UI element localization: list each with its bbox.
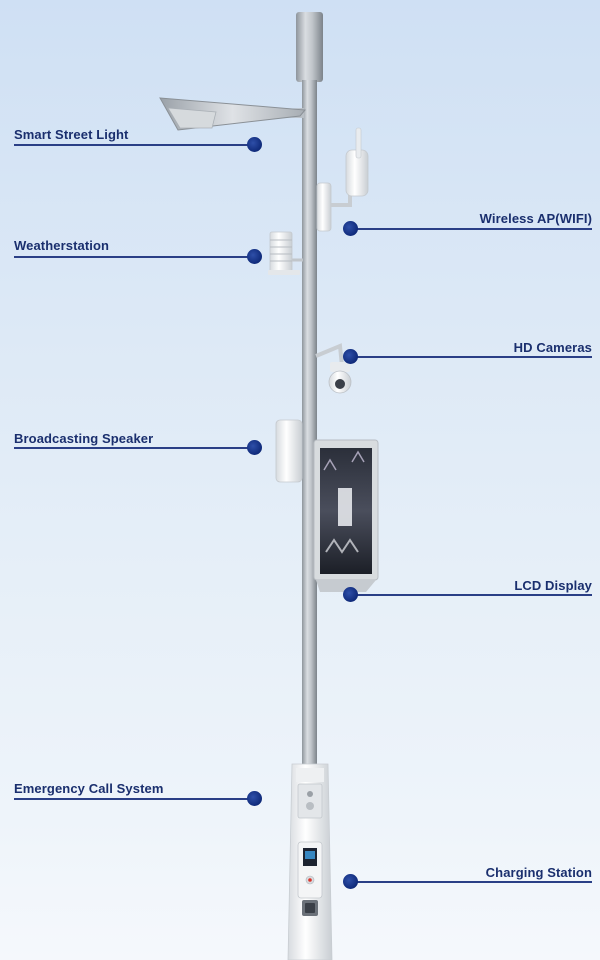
leader-line-emergency-call-system (14, 798, 254, 800)
label-smart-street-light: Smart Street Light (14, 127, 129, 142)
label-emergency-call-system: Emergency Call System (14, 781, 164, 796)
label-hd-cameras: HD Cameras (513, 340, 592, 355)
label-weatherstation: Weatherstation (14, 238, 110, 253)
leader-line-wireless-ap (350, 228, 592, 230)
marker-wireless-ap (343, 221, 358, 236)
broadcasting-speaker (275, 419, 303, 483)
leader-line-lcd-display (350, 594, 592, 596)
marker-broadcasting-speaker (247, 440, 262, 455)
wifi-antenna (355, 127, 362, 159)
label-charging-station: Charging Station (485, 865, 592, 880)
leader-line-weatherstation (14, 256, 254, 258)
marker-smart-street-light (247, 137, 262, 152)
marker-charging-station (343, 874, 358, 889)
leader-line-hd-cameras (350, 356, 592, 358)
leader-line-charging-station (350, 881, 592, 883)
weatherstation-sensor (269, 231, 293, 273)
marker-lcd-display (343, 587, 358, 602)
wifi-bracket (316, 182, 332, 232)
marker-weatherstation (247, 249, 262, 264)
emergency-call-panel (297, 783, 323, 819)
marker-hd-cameras (343, 349, 358, 364)
marker-emergency-call-system (247, 791, 262, 806)
pole-shaft (302, 80, 317, 770)
leader-line-broadcasting-speaker (14, 447, 254, 449)
lcd-mount (316, 580, 376, 592)
pole-top-cap (296, 12, 323, 82)
label-wireless-ap: Wireless AP(WIFI) (479, 211, 592, 226)
label-broadcasting-speaker: Broadcasting Speaker (14, 431, 154, 446)
leader-line-smart-street-light (14, 144, 254, 146)
street-light-panel (167, 107, 217, 129)
label-lcd-display: LCD Display (514, 578, 592, 593)
